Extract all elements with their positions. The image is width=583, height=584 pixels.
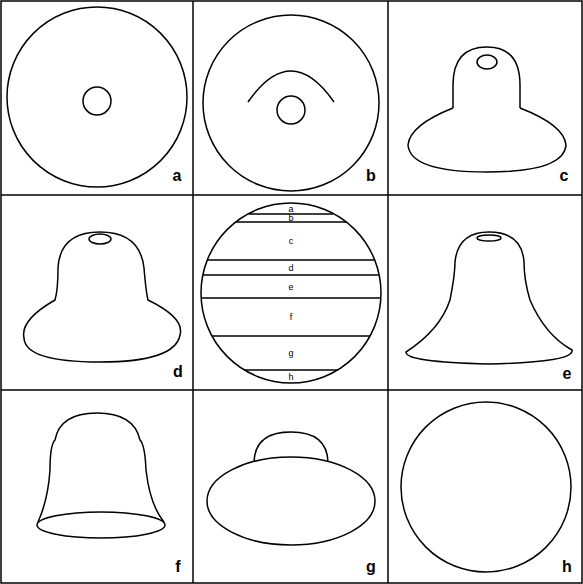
panel-letter: b — [366, 168, 376, 184]
band-line — [244, 369, 338, 371]
grid-line — [387, 1, 389, 583]
panel-letter: h — [562, 559, 572, 575]
band-letter: a — [288, 204, 293, 213]
panel-letter: a — [173, 168, 182, 184]
band-line — [207, 259, 375, 261]
grid-line — [192, 1, 194, 583]
embryo-outline — [401, 402, 571, 572]
band-letter: f — [290, 313, 293, 322]
embryo-outline — [7, 7, 187, 187]
embryo-outline — [203, 15, 379, 191]
pore-ellipse — [477, 235, 501, 241]
band-letter: h — [288, 373, 293, 382]
dome-outline — [453, 47, 520, 108]
grid-line — [1, 389, 582, 391]
fold-arc — [248, 71, 334, 102]
band-line — [212, 335, 370, 337]
grid-line — [1, 194, 582, 196]
bell-outline — [406, 232, 572, 364]
bell-outline — [24, 232, 181, 362]
band-letter: e — [288, 283, 293, 292]
panel-letter: c — [560, 168, 569, 184]
band-line — [201, 297, 381, 299]
band-letter: c — [289, 237, 294, 246]
pore-circle — [277, 96, 305, 124]
body-outline — [408, 108, 566, 172]
body-ellipse — [207, 457, 375, 545]
pore-ellipse — [89, 234, 111, 244]
rim-ellipse — [37, 512, 165, 538]
pore-ellipse — [477, 55, 497, 69]
bell-outline — [38, 413, 164, 522]
pore-circle — [83, 87, 111, 115]
panel-letter: f — [175, 559, 180, 575]
band-letter: g — [288, 349, 293, 358]
section-circle — [201, 203, 381, 383]
panel-letter: g — [366, 559, 376, 575]
panel-letter: d — [173, 364, 183, 380]
band-line — [203, 274, 379, 276]
band-letter: d — [288, 263, 293, 272]
panel-letter: e — [563, 366, 572, 382]
band-letter: b — [288, 214, 293, 223]
